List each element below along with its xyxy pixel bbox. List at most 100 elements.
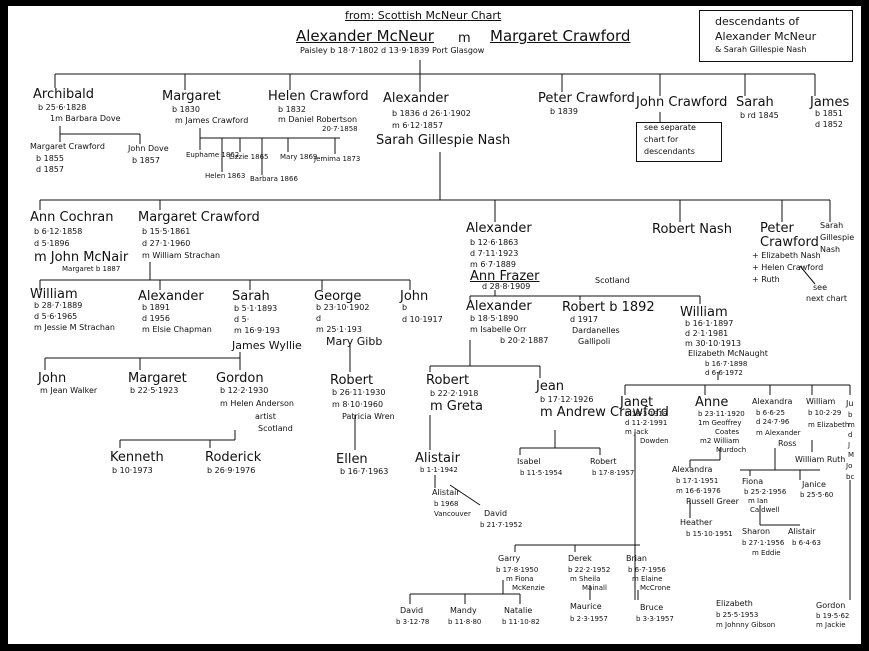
william4-born: b 10·2·29: [808, 409, 842, 417]
maurice-born: b 2·3·1957: [570, 615, 608, 623]
helen-born: b 1832: [278, 105, 306, 114]
robert6-name: Robert: [590, 457, 617, 466]
gordon-married: m Helen Anderson: [220, 399, 294, 408]
william-ruth: William Ruth: [795, 455, 846, 464]
ann-married: m John McNair: [34, 250, 129, 265]
elizabeth-died: d 6·6·1972: [705, 369, 743, 377]
heather-name: Heather: [680, 518, 713, 527]
david-name: David: [484, 509, 508, 518]
derek-mainall: Mainall: [582, 584, 607, 592]
brian-born: b 6·7·1956: [628, 566, 666, 574]
david2-name: David: [400, 606, 424, 615]
janice-born: b 25·5·60: [800, 491, 834, 499]
ann-frazer-name: Ann Frazer: [470, 269, 540, 284]
elizabeth2-born: b 25·5·1953: [716, 611, 759, 619]
david2-born: b 3·12·78: [396, 618, 430, 626]
ann-died: d 5·1896: [34, 239, 70, 248]
janice-name: Janice: [802, 480, 826, 489]
gordon2-married: m Jackie: [816, 621, 846, 629]
sharon-name: Sharon: [742, 527, 771, 536]
edge-fragment-4: d: [848, 431, 853, 439]
edge-fragment-6: M: [848, 451, 855, 459]
root-margaret: Margaret Crawford: [490, 27, 631, 45]
root-alexander: Alexander McNeur: [296, 27, 434, 45]
bruce-name: Bruce: [640, 603, 664, 612]
alexander3-name: Alexander: [138, 289, 204, 304]
margaret2-died: d 27·1·1960: [142, 239, 191, 248]
kenneth-born: b 10·1973: [112, 466, 153, 475]
alexander4-married: m Isabelle Orr: [470, 325, 527, 334]
anne-name: Anne: [695, 395, 729, 410]
sarah2-name: Sarah: [820, 221, 844, 230]
box-line1: descendants of: [715, 15, 800, 28]
margaret2-born: b 15·5·1861: [142, 227, 191, 236]
john3-name: John: [400, 289, 429, 304]
janet-married: m Jack: [625, 428, 649, 436]
gordon-born: b 12·2·1930: [220, 386, 269, 395]
archibald-kid-margaret-born: b 1855: [36, 154, 64, 163]
alexandra-ross: Ross: [778, 439, 797, 448]
see-line1: see separate: [644, 123, 696, 132]
robert3-gallipoli: Gallipoli: [578, 337, 611, 346]
alexander-married: m 6·12·1857: [392, 121, 444, 130]
see-line2: chart for: [644, 135, 679, 144]
john3-died: d 10·1917: [402, 315, 443, 324]
robert5-married: m Greta: [430, 399, 483, 414]
robert6-born: b 17·8·1957: [592, 469, 635, 477]
russell-greer: Russell Greer: [686, 497, 739, 506]
peter-born: b 1839: [550, 107, 578, 116]
kid-lizzie: Lizzie 1865: [229, 153, 269, 161]
fiona-name: Fiona: [742, 477, 764, 486]
garry-born: b 17·8·1950: [496, 566, 539, 574]
archibald-kid-margaret-died: d 1857: [36, 165, 64, 174]
source-note: from: Scottish McNeur Chart: [345, 9, 502, 22]
sarah2-surname: Nash: [820, 245, 841, 254]
william4-name: William: [806, 397, 836, 406]
edge-fragment-8: bc: [846, 473, 855, 481]
robert3-dardanelles: Dardanelles: [572, 326, 620, 335]
alistair2-name: Alistair: [432, 488, 460, 497]
peter2-ruth: + Ruth: [752, 275, 780, 284]
archibald-kid-margaret: Margaret Crawford: [30, 142, 105, 151]
anne-married1: 1m Geoffrey: [698, 419, 742, 427]
isabelle-born: b 20·2·1887: [500, 336, 549, 345]
margaret2-married: m William Strachan: [142, 251, 221, 260]
alexander4-born: b 18·5·1890: [470, 314, 519, 323]
edge-fragment-7: Jo: [846, 462, 853, 470]
ann-born: b 6·12·1858: [34, 227, 83, 236]
sharon-married: m Eddie: [752, 549, 781, 557]
elizabeth2-married: m Johnny Gibson: [716, 621, 776, 629]
edge-fragment-1: Ju: [846, 399, 854, 408]
peter2-name: Peter: [760, 221, 794, 236]
jean-born: b 17·12·1926: [540, 395, 594, 404]
chart-sheet: [8, 6, 861, 644]
william4-married: m Elizabeth: [808, 421, 850, 429]
alistair2-vancouver: Vancouver: [434, 510, 471, 518]
mandy-name: Mandy: [450, 606, 477, 615]
gordon-name: Gordon: [216, 371, 264, 386]
george-name: George: [314, 289, 362, 304]
edge-fragment-5: J: [848, 441, 851, 449]
garry-mckenzie: McKenzie: [512, 584, 545, 592]
fiona-born: b 25·2·1956: [744, 488, 787, 496]
kenneth-name: Kenneth: [110, 450, 164, 465]
garry-name: Garry: [498, 554, 521, 563]
alexander3-married: m Elsie Chapman: [142, 325, 212, 334]
james-born: b 1851: [815, 109, 843, 118]
heather-born: b 15·10·1951: [686, 530, 733, 538]
sarah3-married: m 16·9·193: [234, 326, 280, 335]
margaret-born: b 1830: [172, 105, 200, 114]
alistair-name: Alistair: [415, 451, 460, 466]
john4-name: John: [38, 371, 67, 386]
sharon-born: b 27·1·1956: [742, 539, 785, 547]
kid-mary: Mary 1869: [280, 153, 318, 161]
derek-married: m Sheila: [570, 575, 601, 583]
alistair-born: b 1·1·1942: [420, 466, 458, 474]
robert5-born: b 22·2·1918: [430, 389, 479, 398]
ian-caldwell: Caldwell: [750, 506, 780, 514]
alexander2-born: b 12·6·1863: [470, 238, 519, 247]
gordon2-name: Gordon: [816, 601, 846, 610]
see-next: see: [813, 283, 828, 292]
kid-euphame: Euphame 1862: [186, 151, 240, 159]
